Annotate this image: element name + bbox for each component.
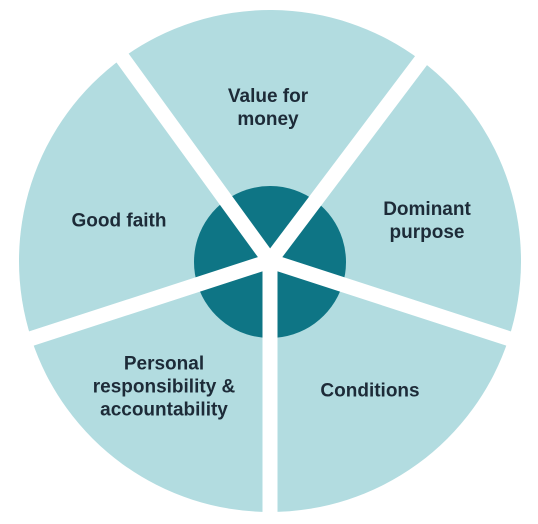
- label-personal-responsibility: Personal responsibility & accountability: [92, 353, 236, 421]
- separator-line: [267, 253, 523, 350]
- segment-value-for-money: [122, 10, 422, 262]
- label-good-faith: Good faith: [71, 210, 167, 232]
- label-value-for-money: Value for money: [227, 86, 309, 130]
- separator-line: [109, 43, 277, 266]
- hub-wedge-value-for-money: [225, 185, 316, 262]
- separator-line: [264, 46, 435, 266]
- label-conditions: Conditions: [320, 380, 420, 402]
- segment-separators: [17, 43, 523, 524]
- separator-line: [17, 253, 273, 350]
- label-dominant-purpose: Dominant purpose: [383, 199, 471, 243]
